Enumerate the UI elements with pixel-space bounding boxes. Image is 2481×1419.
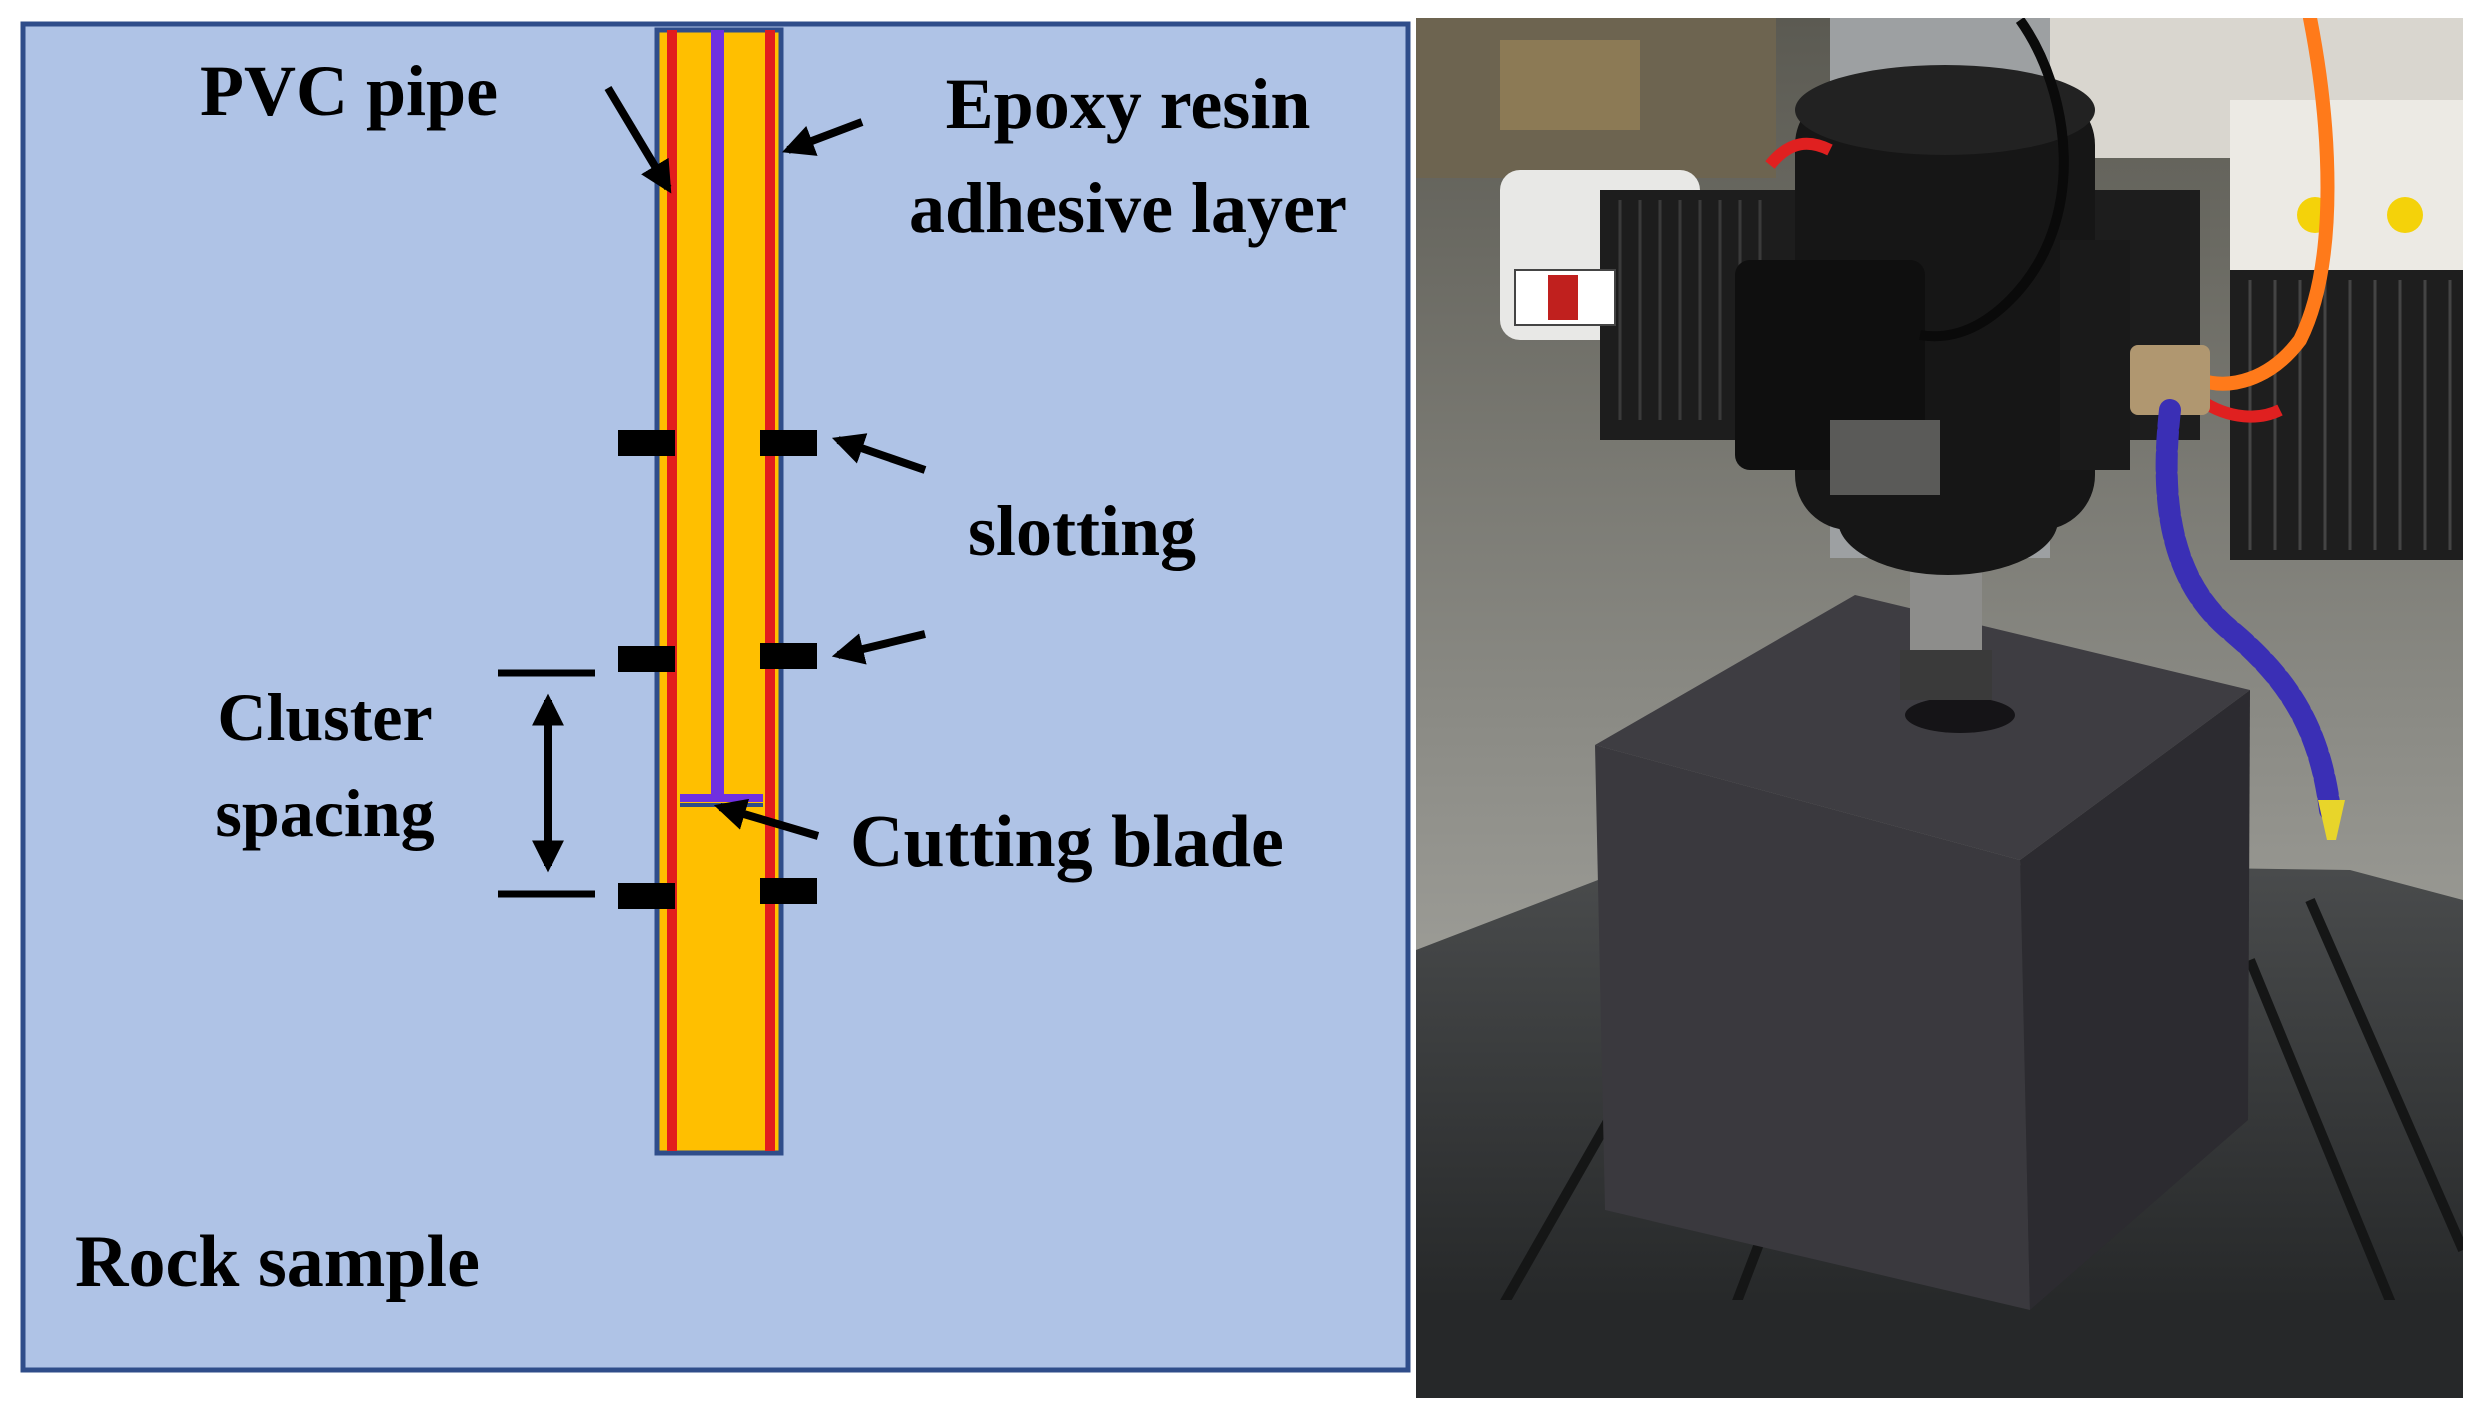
drill-hole (1905, 697, 2015, 733)
black-cable (1919, 18, 2069, 342)
slot-markers (618, 430, 817, 909)
coolant-nozzle (2318, 800, 2345, 840)
slot-marker (760, 878, 817, 904)
red-hose (1765, 137, 1833, 169)
cluster-label-line1: Cluster (217, 679, 432, 755)
photo-panel (1416, 18, 2463, 1398)
pointer-arrows (604, 85, 927, 840)
slot-marker (618, 883, 675, 909)
slotting-arrow (831, 433, 927, 474)
motor-nameplate (1830, 420, 1940, 495)
cutting-blade-label: Cutting blade (850, 801, 1284, 883)
cutting-blade-arrow (713, 798, 820, 840)
motor-junction-box (1735, 260, 1925, 470)
pvc-wall-left (667, 30, 677, 1151)
slot-marker (618, 646, 675, 672)
rock-sample-label: Rock sample (75, 1221, 480, 1303)
x-axis-badge (1548, 275, 1578, 320)
motor-top-cap (1795, 65, 2095, 155)
spindle-collar (1900, 650, 1992, 700)
table-front-edge (1416, 1300, 2463, 1398)
pvc-pipe-label: PVC pipe (200, 51, 498, 131)
epoxy-label-line2: adhesive layer (909, 168, 1347, 248)
slot-marker (760, 643, 817, 669)
rock-block-front (1595, 745, 2030, 1310)
shelf-clutter (1500, 40, 1640, 130)
epoxy-label-line1: Epoxy resin (946, 64, 1311, 144)
yellow-indicator (2387, 197, 2423, 233)
motor-mount-bracket (2060, 240, 2130, 470)
cutting-blade-shaft (711, 30, 724, 795)
borehole-pipe (654, 27, 784, 1156)
schematic-panel: PVC pipe Epoxy resin adhesive layer slot… (20, 21, 1411, 1373)
rock-block-side (2020, 690, 2250, 1310)
slotting-label: slotting (968, 491, 1196, 571)
slotting-arrow (831, 630, 926, 665)
cluster-spacing-dimension (498, 669, 595, 898)
blue-coolant-hose (2155, 399, 2341, 821)
epoxy-arrow (782, 118, 864, 156)
orange-air-hose (2193, 18, 2335, 391)
coolant-valve (2130, 345, 2210, 415)
slot-marker (760, 430, 817, 456)
pvc-pipe-arrow (604, 85, 672, 194)
slot-marker (618, 430, 675, 456)
cluster-label-line2: spacing (215, 775, 434, 851)
pvc-wall-right (765, 30, 775, 1151)
